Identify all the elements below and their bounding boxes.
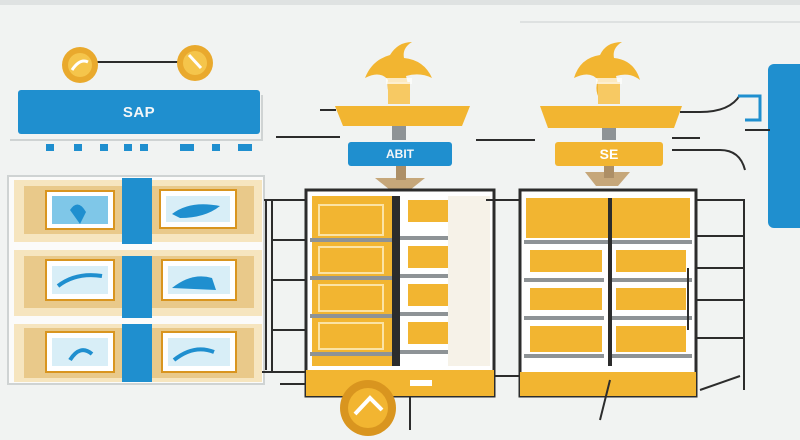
coin-icon <box>62 47 98 83</box>
background-frame <box>0 0 800 5</box>
cloud-server-icon <box>738 64 800 228</box>
port-row <box>46 144 252 151</box>
connector-line <box>672 149 746 171</box>
connector-line <box>680 94 741 113</box>
sap-header: SAP <box>18 90 260 134</box>
coin-icon <box>340 380 396 436</box>
storage-cabinet-2 <box>518 188 698 398</box>
sap-header-bar <box>18 90 260 134</box>
processor-node-2 <box>540 42 682 186</box>
flame-icon <box>365 42 432 100</box>
processor-label-2: SE <box>599 146 619 162</box>
processor-label-1: ABIT <box>386 147 414 161</box>
coin-icon <box>177 45 213 81</box>
monitor-cabinet <box>7 175 265 385</box>
sap-header-border <box>10 95 263 141</box>
rack-frame <box>271 200 306 372</box>
sap-header-label: SAP <box>122 103 156 121</box>
storage-cabinet-1 <box>304 188 496 398</box>
rack-frame <box>486 199 745 421</box>
flame-icon <box>574 42 640 100</box>
processor-node-1 <box>335 42 470 190</box>
